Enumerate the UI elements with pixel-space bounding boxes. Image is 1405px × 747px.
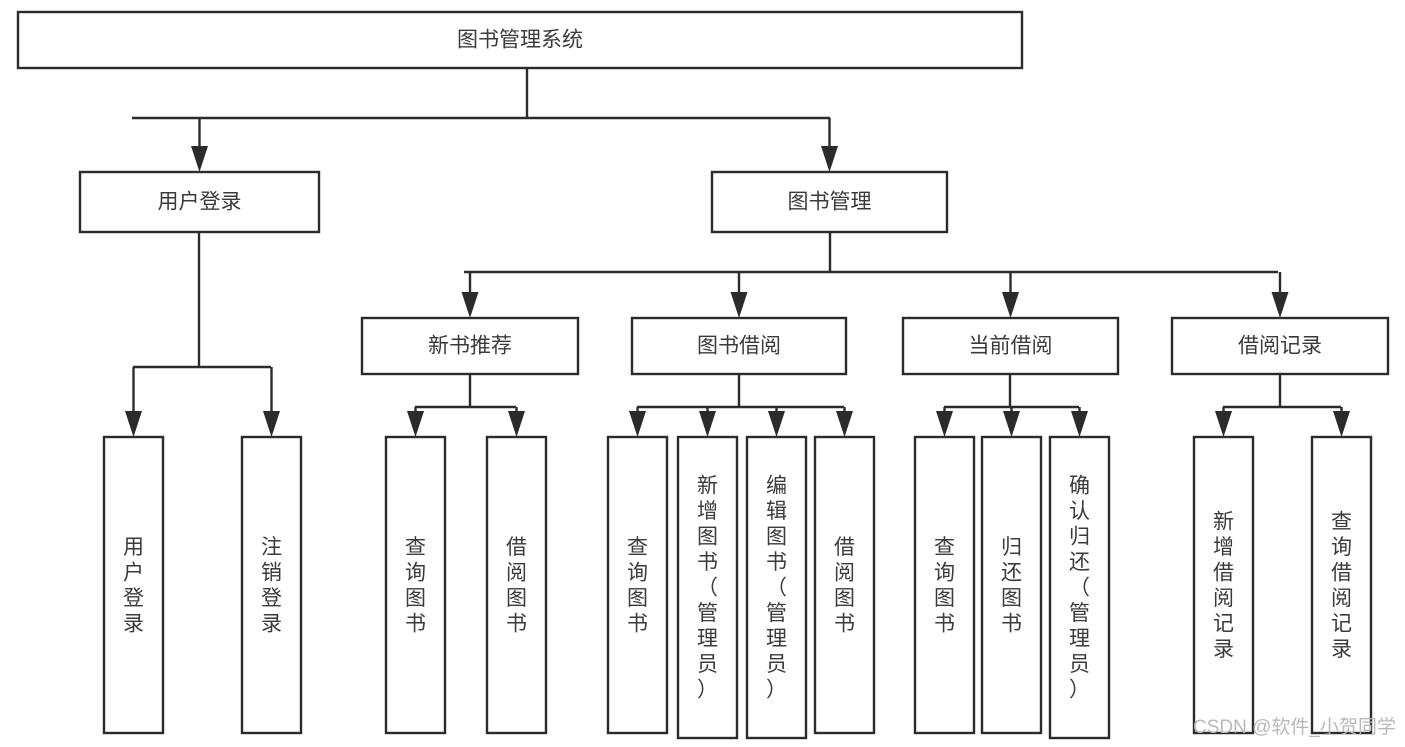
connector-bus-user-login — [133, 232, 271, 369]
node-label-leaf-logout-login: 注销登录 — [261, 536, 282, 636]
node-leaf-borrow-book[interactable]: 借阅图书 — [813, 435, 876, 735]
edge-borrow-record-to-leaf-add-borrow-record — [1215, 407, 1232, 437]
node-label-book-borrow: 图书借阅 — [697, 335, 781, 358]
edge-new-book-recommend-to-leaf-borrow-book-recommend — [508, 407, 525, 437]
node-label-new-book-recommend: 新书推荐 — [428, 335, 512, 358]
node-borrow-record[interactable]: 借阅记录 — [1170, 316, 1390, 376]
node-label-user-login: 用户登录 — [158, 191, 242, 214]
node-label-leaf-query-book-current: 查询图书 — [934, 536, 955, 636]
edge-book-borrow-to-leaf-borrow-book — [836, 407, 853, 437]
edge-current-borrow-to-leaf-confirm-return-admin — [1071, 407, 1088, 437]
edge-book-manage-to-new-book-recommend — [461, 272, 479, 318]
node-label-leaf-user-login: 用户登录 — [123, 536, 144, 636]
node-label-leaf-borrow-book: 借阅图书 — [834, 536, 855, 636]
node-label-leaf-confirm-return-admin: 确认归还（管理员） — [1069, 475, 1090, 702]
node-root[interactable]: 图书管理系统 — [16, 10, 1024, 70]
node-leaf-user-login[interactable]: 用户登录 — [102, 435, 165, 735]
node-label-leaf-query-book-recommend: 查询图书 — [405, 536, 426, 636]
node-leaf-query-book-recommend[interactable]: 查询图书 — [384, 435, 447, 735]
edge-book-manage-to-current-borrow — [1002, 272, 1019, 318]
edge-user-login-to-leaf-logout-login — [263, 367, 280, 437]
edge-current-borrow-to-leaf-return-book — [1003, 407, 1020, 437]
node-label-book-manage: 图书管理 — [788, 191, 872, 214]
node-current-borrow[interactable]: 当前借阅 — [901, 316, 1120, 376]
node-label-leaf-edit-book-admin: 编辑图书（管理员） — [766, 475, 787, 702]
edge-book-manage-to-borrow-record — [1271, 272, 1289, 318]
edge-user-login-to-leaf-user-login — [125, 367, 142, 437]
node-book-manage[interactable]: 图书管理 — [710, 170, 949, 234]
node-leaf-query-book-borrow[interactable]: 查询图书 — [606, 435, 669, 735]
node-label-root: 图书管理系统 — [457, 29, 583, 52]
node-book-borrow[interactable]: 图书借阅 — [630, 316, 848, 376]
node-label-leaf-borrow-book-recommend: 借阅图书 — [506, 536, 527, 636]
node-label-current-borrow: 当前借阅 — [969, 335, 1053, 358]
node-label-borrow-record: 借阅记录 — [1238, 335, 1322, 358]
node-user-login[interactable]: 用户登录 — [78, 170, 321, 234]
node-leaf-borrow-book-recommend[interactable]: 借阅图书 — [485, 435, 548, 735]
connector-bus-root — [132, 68, 830, 120]
connector-bus-new-book — [415, 374, 516, 409]
node-layer: 图书管理系统用户登录图书管理新书推荐图书借阅当前借阅借阅记录用户登录注销登录查询… — [16, 10, 1390, 740]
node-label-leaf-query-borrow-record: 查询借阅记录 — [1331, 510, 1352, 661]
node-label-leaf-add-book-admin: 新增图书（管理员） — [697, 475, 718, 702]
node-label-leaf-query-book-borrow: 查询图书 — [627, 536, 648, 636]
edge-current-borrow-to-leaf-query-book-current — [936, 407, 953, 437]
node-leaf-query-borrow-record[interactable]: 查询借阅记录 — [1310, 435, 1373, 735]
watermark-label: CSDN @软件_小贺同学 — [1193, 716, 1396, 738]
edge-book-borrow-to-leaf-edit-book-admin — [768, 407, 785, 437]
connector-bus-book-borrow — [637, 374, 844, 409]
node-leaf-edit-book-admin[interactable]: 编辑图书（管理员） — [745, 435, 808, 740]
node-leaf-logout-login[interactable]: 注销登录 — [240, 435, 303, 735]
edge-book-manage-to-book-borrow — [730, 272, 748, 318]
edge-new-book-recommend-to-leaf-query-book-recommend — [407, 407, 424, 437]
connector-bus-borrow-record — [1223, 374, 1341, 409]
connector-bus-book-manage — [464, 232, 1278, 274]
node-label-leaf-return-book: 归还图书 — [1001, 536, 1022, 636]
edge-root-to-user-login — [191, 118, 208, 172]
node-label-leaf-add-borrow-record: 新增借阅记录 — [1213, 510, 1234, 661]
node-leaf-query-book-current[interactable]: 查询图书 — [913, 435, 976, 735]
node-leaf-return-book[interactable]: 归还图书 — [980, 435, 1043, 735]
node-leaf-confirm-return-admin[interactable]: 确认归还（管理员） — [1048, 435, 1111, 740]
node-leaf-add-book-admin[interactable]: 新增图书（管理员） — [676, 435, 739, 740]
edge-borrow-record-to-leaf-query-borrow-record — [1333, 407, 1350, 437]
connector-layer — [125, 68, 1350, 437]
node-new-book-recommend[interactable]: 新书推荐 — [360, 316, 580, 376]
edge-book-borrow-to-leaf-add-book-admin — [699, 407, 716, 437]
connector-bus-current-borrow — [944, 374, 1079, 409]
node-leaf-add-borrow-record[interactable]: 新增借阅记录 — [1192, 435, 1255, 735]
edge-root-to-book-manage — [821, 118, 838, 172]
edge-book-borrow-to-leaf-query-book-borrow — [629, 407, 646, 437]
